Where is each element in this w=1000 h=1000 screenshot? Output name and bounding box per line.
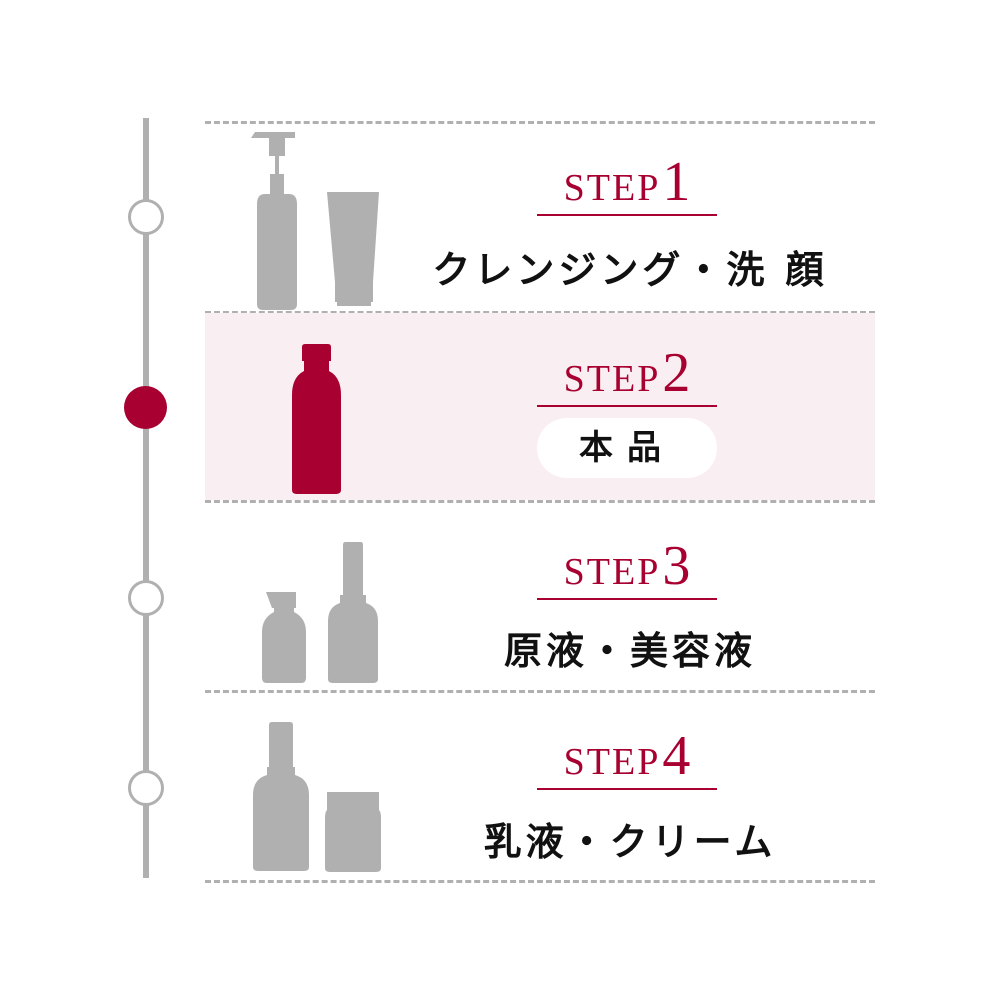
step-heading: STEP2	[537, 345, 717, 407]
divider	[205, 690, 875, 693]
lotion-bottle-and-jar-icon	[253, 722, 381, 872]
timeline-dot-2-active	[124, 386, 167, 429]
step-label: 原液・美容液	[503, 628, 756, 673]
timeline-dot-4	[128, 770, 164, 806]
timeline-dot-3	[128, 580, 164, 616]
divider	[205, 311, 875, 314]
step-label: 乳液・クリーム	[483, 819, 777, 864]
serum-bottles-icon	[262, 542, 378, 683]
step-heading: STEP3	[537, 538, 717, 600]
step-label: クレンジング・洗 顔	[432, 247, 828, 292]
divider	[205, 880, 875, 883]
timeline-line	[143, 118, 149, 878]
divider	[205, 500, 875, 503]
timeline-dot-1	[128, 199, 164, 235]
step-3: STEP3 原液・美容液	[205, 503, 875, 690]
pump-bottle-and-tube-icon	[251, 132, 379, 310]
step-heading: STEP1	[537, 154, 717, 216]
divider	[205, 121, 875, 124]
bottle-icon	[292, 344, 341, 494]
current-product-badge: 本品	[537, 418, 717, 478]
step-1: STEP1 クレンジング・洗 顔	[205, 124, 875, 311]
step-4: STEP4 乳液・クリーム	[205, 693, 875, 880]
step-heading: STEP4	[537, 728, 717, 790]
